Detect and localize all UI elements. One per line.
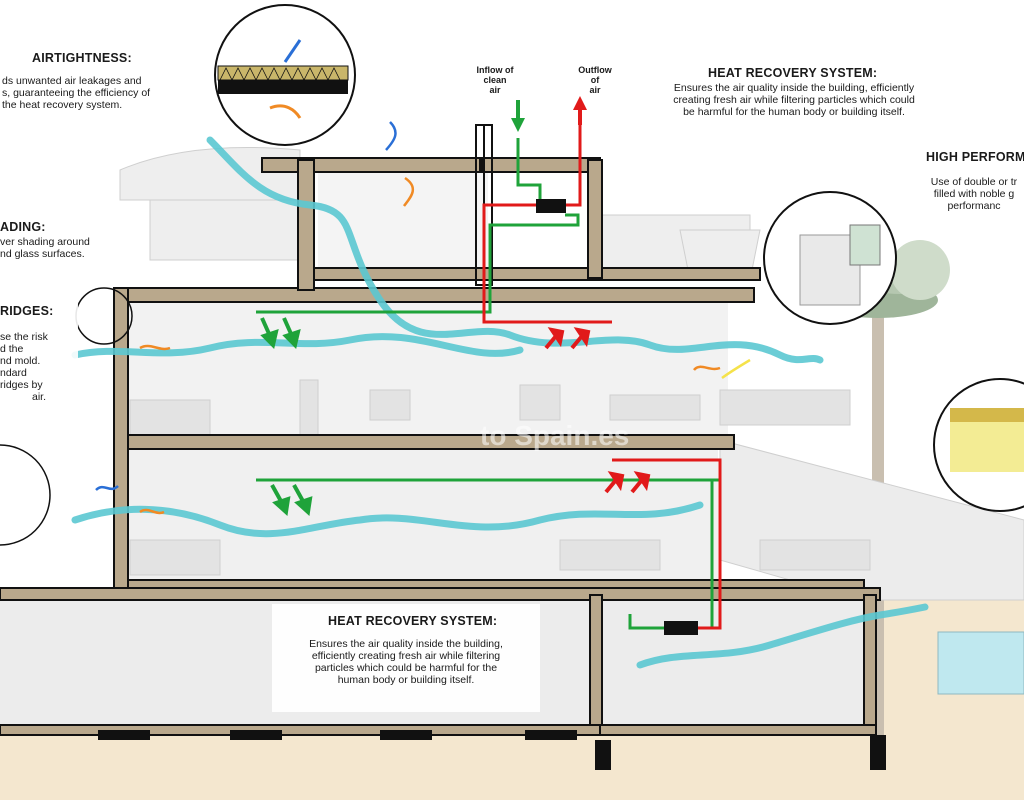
bridges-text: se the risk d the nd mold. ndard ridges … — [0, 331, 78, 403]
airtightness-line-2: s, guaranteeing the efficiency of — [2, 87, 151, 99]
inflow-line-2: clean — [483, 75, 507, 85]
outflow-line-1: Outflow — [578, 65, 612, 75]
airtightness-title: AIRTIGHTNESS: — [32, 51, 132, 65]
outflow-line-3: air — [589, 85, 601, 95]
bridges-line-5: ridges by — [0, 379, 43, 391]
heat-recovery-unit — [536, 199, 698, 635]
airtightness-text: ds unwanted air leakages and s, guarante… — [2, 75, 192, 111]
high-performance-line-3: performanc — [947, 200, 1001, 212]
inflow-line-1: Inflow of — [476, 65, 514, 75]
airtightness-line-1: ds unwanted air leakages and — [2, 75, 142, 87]
high-performance-text: Use of double or tr filled with noble g … — [924, 176, 1024, 212]
bridges-line-3: nd mold. — [0, 355, 41, 367]
airtightness-detail-bubble — [214, 4, 356, 146]
insulation-detail-bubble — [933, 378, 1024, 512]
hrs-top-line-3: be harmful for the human body or buildin… — [683, 106, 905, 118]
outflow-label: Outflow of air — [572, 65, 618, 95]
exhaust-air-duct — [482, 125, 722, 630]
hrs-top-title: HEAT RECOVERY SYSTEM: — [708, 66, 878, 80]
building-interior — [0, 170, 870, 730]
foundations — [98, 730, 886, 770]
bridges-line-4: ndard — [0, 367, 27, 379]
hrs-bottom-line-4: human body or building itself. — [337, 674, 475, 686]
hrs-top-line-1: Ensures the air quality inside the build… — [673, 82, 915, 94]
structure — [0, 157, 881, 736]
hrs-top-text: Ensures the air quality inside the build… — [640, 82, 948, 118]
high-performance-title: HIGH PERFORM — [926, 150, 1024, 164]
supply-arrow-icon — [260, 317, 313, 516]
shading-line-1: ver shading around — [0, 236, 90, 248]
furniture — [129, 379, 871, 576]
extract-arrow-icon — [544, 327, 651, 494]
bridges-title: RIDGES: — [0, 304, 54, 318]
bridges-line-2: d the — [0, 343, 24, 355]
air-flow-lines — [71, 136, 929, 669]
inflow-line-3: air — [489, 85, 501, 95]
shading-text: ver shading around nd glass surfaces. — [0, 236, 110, 260]
shading-title: ADING: — [0, 220, 46, 234]
high-performance-line-1: Use of double or tr — [930, 176, 1018, 188]
hrs-bottom-line-1: Ensures the air quality inside the build… — [309, 638, 503, 650]
airtightness-line-3: the heat recovery system. — [2, 99, 123, 111]
hrs-bottom-line-3: particles which could be harmful for the — [314, 662, 498, 674]
outflow-arrow-icon — [573, 96, 587, 125]
bridges-line-1: se the risk — [0, 331, 48, 343]
hrs-top-line-2: creating fresh air while filtering parti… — [673, 94, 915, 106]
inflow-arrow-icon — [511, 100, 525, 132]
high-performance-line-2: filled with noble g — [933, 188, 1015, 200]
watermark: to Spain.es — [480, 420, 630, 451]
pool — [937, 631, 1024, 695]
hrs-bottom-text: Ensures the air quality inside the build… — [272, 638, 540, 686]
bridges-line-6: air. — [32, 391, 47, 403]
inflow-label: Inflow of clean air — [470, 65, 520, 95]
outflow-line-2: of — [590, 75, 600, 85]
hrs-bottom-line-2: efficiently creating fresh air while fil… — [311, 650, 501, 662]
shading-line-2: nd glass surfaces. — [0, 248, 85, 260]
hrs-bottom-title: HEAT RECOVERY SYSTEM: — [328, 614, 498, 628]
leak-arrow-icon — [95, 121, 751, 515]
window-detail-bubble — [763, 191, 897, 325]
